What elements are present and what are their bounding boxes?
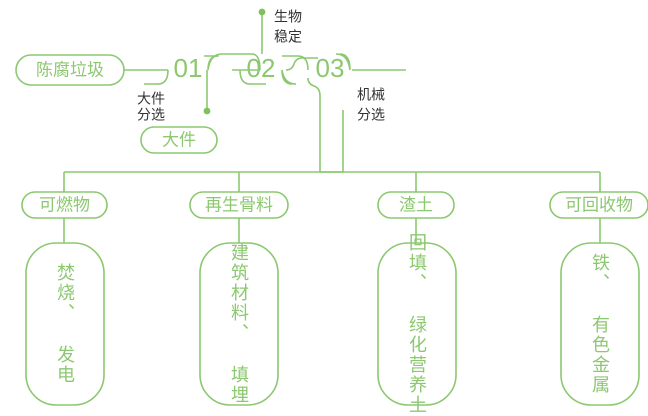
source-node[interactable]: 陈腐垃圾 <box>15 54 125 86</box>
step-03-arc-upper-right <box>335 53 351 71</box>
step-01-annotation-line1: 大件 <box>137 91 165 107</box>
step-01-arc-upper-right <box>204 53 223 71</box>
category-label-4: 可回收物 <box>565 195 633 214</box>
output-category-1[interactable]: 可燃物 <box>21 191 108 219</box>
output-category-4[interactable]: 可回收物 <box>549 191 648 219</box>
step-02-annotation-dot <box>258 8 266 16</box>
step-02-arc-lower-left <box>239 69 266 85</box>
destination-box-2[interactable] <box>199 242 279 406</box>
destination-box-4[interactable] <box>560 242 640 406</box>
category-label-1: 可燃物 <box>39 195 90 214</box>
output-category-3[interactable]: 渣土 <box>377 191 455 219</box>
connector-step-01-to-02 <box>222 53 261 71</box>
step-03-number: 03 <box>316 53 345 83</box>
connector-step-02-to-03-a <box>285 57 318 71</box>
step-node-02[interactable]: 02 <box>239 53 297 85</box>
step-02-annotation-line2: 稳定 <box>274 29 302 45</box>
step-01-annotation-line2: 分选 <box>137 107 165 123</box>
destination-box-3[interactable] <box>377 242 457 406</box>
step-03-annotation-line1: 机械 <box>357 87 385 103</box>
bulky-pill-outline <box>140 126 218 154</box>
connector-step-03-trunk <box>307 77 343 173</box>
step-01-arc-lower-left <box>144 69 169 85</box>
destination-box-1[interactable] <box>25 242 105 406</box>
step-03-annotation-line2: 分选 <box>357 107 385 123</box>
source-label: 陈腐垃圾 <box>36 60 104 79</box>
output-node-bulky[interactable]: 大件 <box>140 126 218 154</box>
output-category-2[interactable]: 再生骨料 <box>189 191 289 219</box>
step-02-arc-lower-right <box>281 69 297 85</box>
category-label-3: 渣土 <box>399 195 433 214</box>
step-node-01[interactable]: 01 <box>144 53 223 85</box>
category-pill-outline-4 <box>549 191 648 219</box>
step-02-annotation-line1: 生物 <box>274 9 302 25</box>
category-label-2: 再生骨料 <box>205 195 273 214</box>
step-01-number: 01 <box>174 53 203 83</box>
step-node-03[interactable]: 03 <box>282 53 406 83</box>
step-02-number: 02 <box>247 53 276 83</box>
bulky-pill-label: 大件 <box>162 130 196 149</box>
step-01-annotation-dot <box>203 107 211 115</box>
step-03-arc-upper-left <box>282 55 309 71</box>
